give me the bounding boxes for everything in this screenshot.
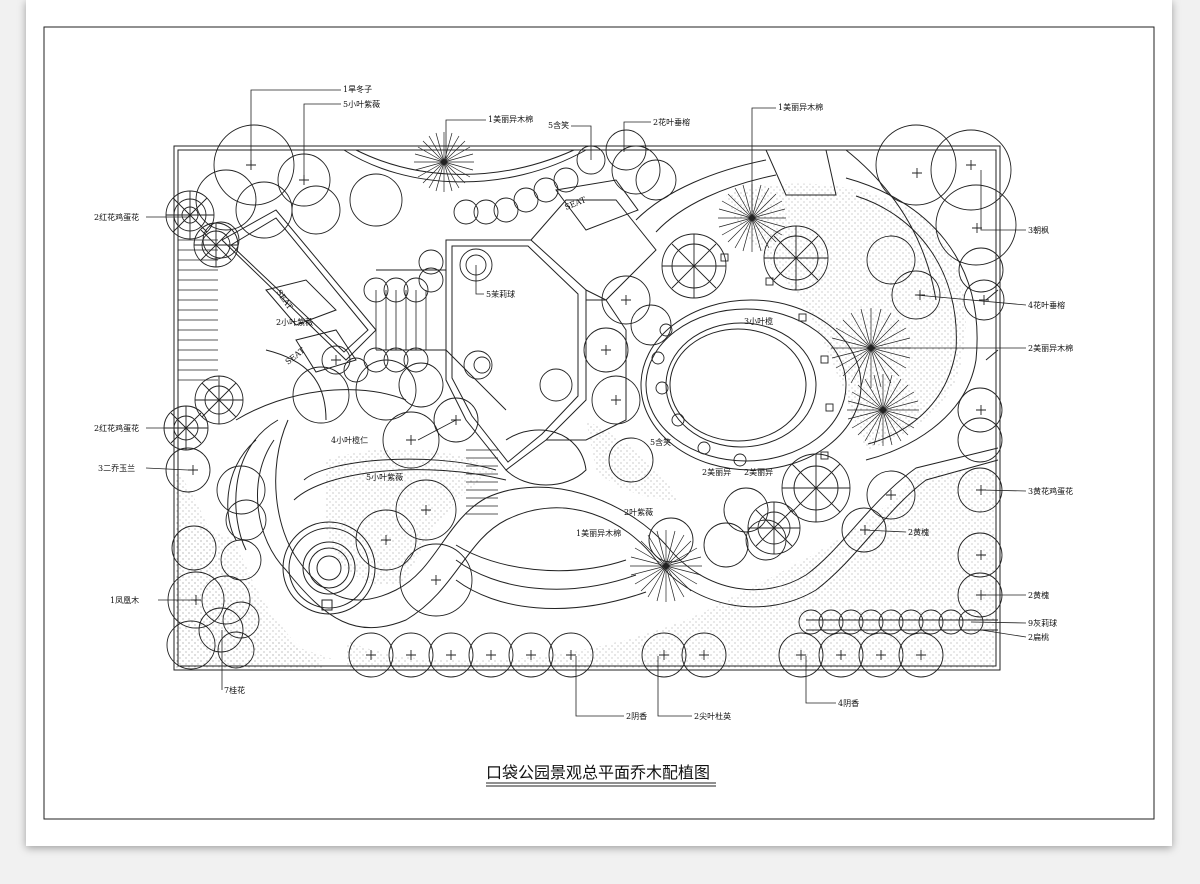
drawing-sheet: SEAT SEAT SEAT <box>26 0 1172 846</box>
label-l27: 5含笑 <box>650 437 671 447</box>
label-l17: 1凤凰木 <box>110 595 139 605</box>
hardscape <box>221 149 999 631</box>
label-l5: 2花叶垂榕 <box>653 117 690 127</box>
seat-label: SEAT <box>284 346 307 367</box>
label-l25: 2美丽异 <box>702 467 731 477</box>
label-l24: 4阴香 <box>838 698 859 708</box>
label-l7: 2红花鸡蛋花 <box>94 212 139 222</box>
label-l19: 9灰莉球 <box>1028 618 1057 628</box>
label-l26: 3小叶榄 <box>744 316 773 326</box>
label-l31: 5小叶紫薇 <box>366 472 403 482</box>
tree-markers <box>188 160 989 660</box>
drawing-title: 口袋公园景观总平面乔木配植图 <box>486 763 716 787</box>
label-l32: 2美丽异 <box>744 467 773 477</box>
label-l28: 2叶紫薇 <box>624 507 653 517</box>
title-text: 口袋公园景观总平面乔木配植图 <box>486 763 710 782</box>
label-l13: 3二乔玉兰 <box>98 463 135 473</box>
label-l3: 1美丽异木棉 <box>488 114 533 124</box>
label-l1: 1旱冬子 <box>343 84 372 94</box>
label-l15: 3黄花鸡蛋花 <box>1028 486 1073 496</box>
label-l21: 7桂花 <box>224 685 245 695</box>
label-l18: 2黄槐 <box>1028 590 1049 600</box>
seat-labels: SEAT SEAT SEAT <box>274 195 587 367</box>
label-l2: 5小叶紫薇 <box>343 99 380 109</box>
plant-labels: 1旱冬子 5小叶紫薇 1美丽异木棉 5含笑 2花叶垂榕 1美丽异木棉 2红花鸡蛋… <box>94 84 1073 721</box>
label-l30: 2小叶紫薇 <box>276 317 313 327</box>
label-l14: 4小叶榄仁 <box>331 435 368 445</box>
oval-shrubs <box>651 253 834 467</box>
label-l22: 2阴香 <box>626 711 647 721</box>
label-l12: 2红花鸡蛋花 <box>94 423 139 433</box>
label-l8: 3朝枫 <box>1028 225 1049 235</box>
label-l23: 2尖叶杜英 <box>694 711 731 721</box>
label-l6: 1美丽异木棉 <box>778 102 823 112</box>
label-l16: 2黄槐 <box>908 527 929 537</box>
label-l10: 4花叶垂榕 <box>1028 300 1065 310</box>
fountain <box>282 521 376 615</box>
seat-label: SEAT <box>274 288 294 312</box>
seat-label: SEAT <box>563 195 587 212</box>
label-l20: 2扁桃 <box>1028 632 1049 642</box>
label-l4: 5含笑 <box>548 120 569 130</box>
label-l29: 1美丽异木棉 <box>576 528 621 538</box>
flowering-trees <box>163 190 851 555</box>
leader-lines <box>145 89 1027 717</box>
landscape-plan: SEAT SEAT SEAT <box>43 26 1155 820</box>
drawing-frame <box>43 26 1155 820</box>
label-l9: 5茉莉球 <box>486 289 515 299</box>
stair-hatch <box>178 239 498 515</box>
tree-canopies <box>165 124 1017 678</box>
label-l11: 2美丽异木棉 <box>1028 343 1073 353</box>
planting-areas <box>176 183 998 668</box>
